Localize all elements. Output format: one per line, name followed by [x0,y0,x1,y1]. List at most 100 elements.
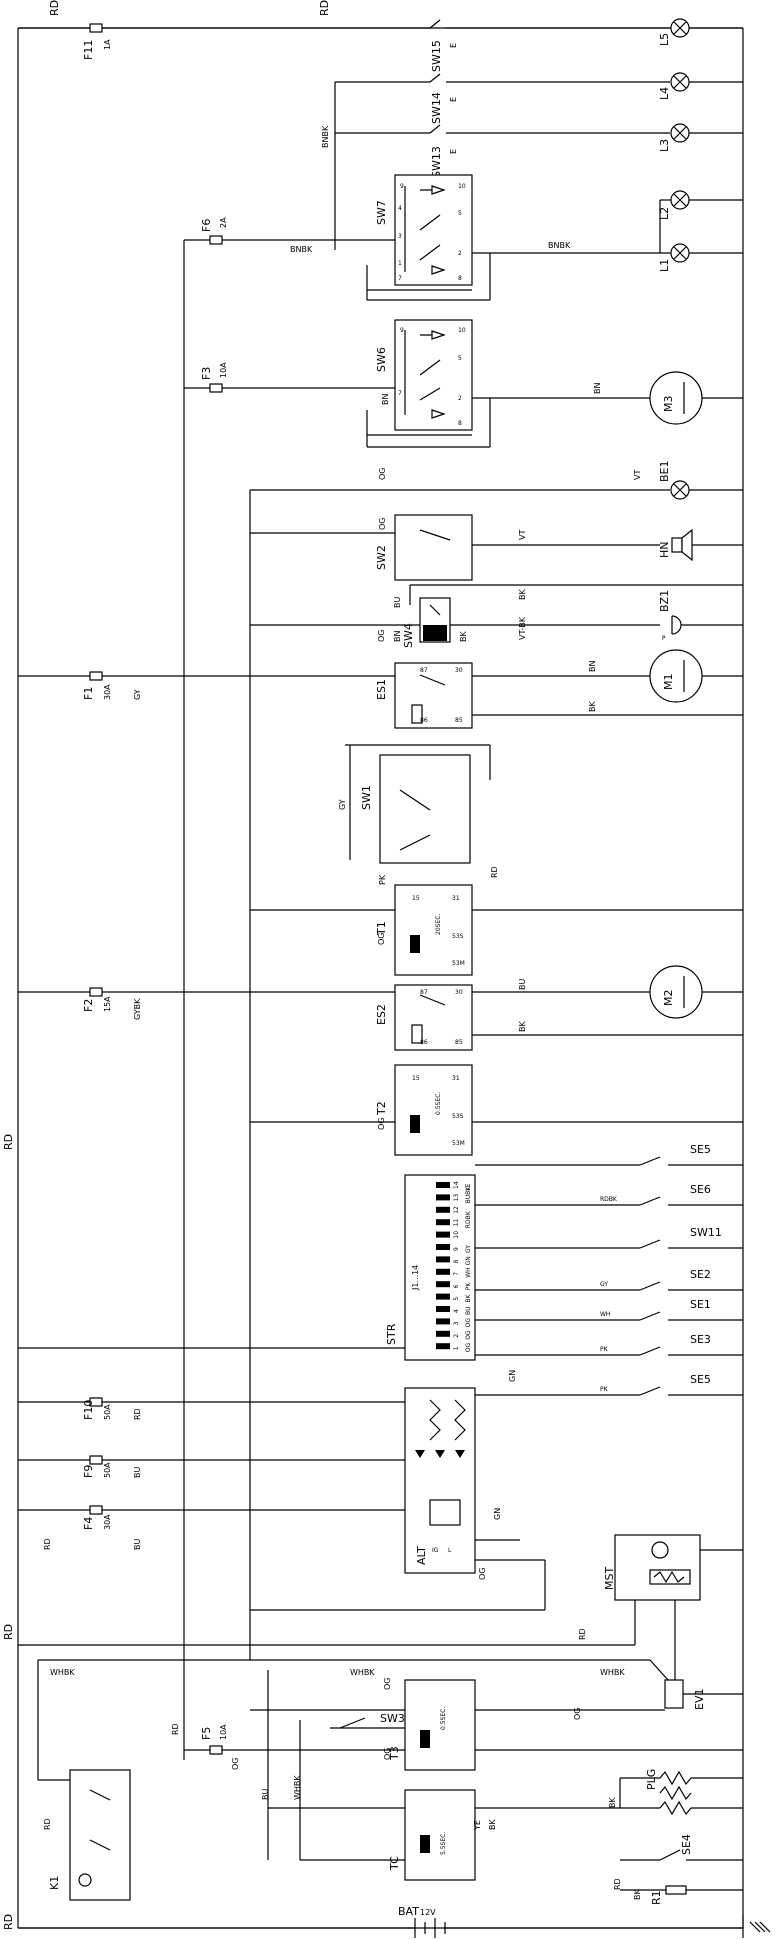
str-pin-number: 12 [453,1206,460,1214]
og-label-5: OG [377,1118,386,1131]
svg-text:E: E [449,43,458,48]
fuse-f1 [89,671,103,681]
sensor-contact [639,1196,661,1206]
svg-text:L4: L4 [658,87,671,100]
fuse-f5 [209,1745,223,1755]
str-pin-color: BU [465,1306,472,1315]
rd-label-f5: RD [171,1723,180,1735]
t1-timer-block: T1 20SEC. 15 31 53S 53M [375,884,473,976]
fuse-f11 [89,23,103,33]
str-pin-color: BK [465,1293,472,1302]
svg-text:PLG: PLG [645,1769,658,1790]
og-label-f5: OG [231,1758,240,1771]
str-pin [436,1330,450,1337]
fuse-f10-rating: 50A [103,1404,112,1420]
k1-key-switch: K1 [48,1769,131,1901]
rd-label-left2: RD [2,1624,15,1640]
bnbk-label-3: BNBK [548,241,571,250]
lamp-l1: L1 [658,243,743,272]
svg-text:BAT: BAT [398,1905,419,1918]
fuse-f2-rating: 15A [103,996,112,1012]
svg-text:30: 30 [455,989,463,996]
fuse-f9 [89,1455,103,1465]
sw6-switch-block: SW6 9 10 5 7 8 2 [375,319,473,431]
sw4-switch-block: SW4 [402,597,451,648]
bu-label-1: BU [393,597,402,608]
sensor-wire-color: PK [600,1346,609,1353]
fuse-f10-id: F10 [82,1400,95,1420]
fuse-f3-id: F3 [200,367,213,380]
str-pin-color: GY [465,1245,472,1253]
og-label-3: OG [377,630,386,643]
sensor-wire-color: PK [600,1386,609,1393]
motor-m3: M3 [649,371,743,425]
sensor-contact [639,1281,661,1291]
og-label-4: OG [377,933,386,946]
fuse-f1-id: F1 [82,687,95,700]
gybk-label: GYBK [133,998,142,1020]
rd-label-top2: RD [318,0,331,16]
sensor-contact [639,1311,661,1321]
str-pin [436,1182,450,1188]
sensor-label: SE6 [690,1183,711,1196]
svg-text:ALT: ALT [415,1546,428,1565]
vt-label-2: VT [518,530,527,540]
str-pin-number: 2 [453,1334,460,1338]
bk-label-2: BK [459,631,468,642]
str-pin [436,1318,450,1325]
svg-text:5: 5 [458,210,462,217]
rd-label-sw1: RD [490,866,499,878]
svg-text:15: 15 [412,1075,420,1082]
str-pin-color: GN [465,1256,472,1265]
fuse-f3-rating: 10A [219,362,228,378]
og-label-t3-1: OG [383,1678,392,1691]
r1-resistor: R1 [620,1885,743,1905]
str-pin-number: 9 [453,1247,460,1251]
svg-text:SW2: SW2 [375,545,388,570]
rd-label-top: RD [48,0,61,16]
motor-m1: M1 [649,649,743,703]
svg-text:15: 15 [412,895,420,902]
fuse-f10 [89,1397,103,1407]
plg-glow-plugs: PLG [645,1769,692,1816]
gy-label-2: GY [338,799,347,810]
fuse-f11-id: F11 [82,40,95,60]
svg-text:T2: T2 [375,1101,388,1116]
svg-text:SW14: SW14 [430,92,443,124]
svg-text:SW6: SW6 [375,347,388,372]
svg-text:E: E [449,97,458,102]
svg-text:J1...14: J1...14 [411,1265,420,1291]
sensor-label: SE3 [690,1333,711,1346]
svg-text:8: 8 [458,420,462,427]
svg-text:53M: 53M [452,960,465,967]
lamp-be1: BE1 [658,461,743,500]
svg-text:10: 10 [458,327,466,334]
se4-sensor: SE4 [620,1834,743,1861]
bu-label-f9: BU [133,1467,142,1478]
svg-text:HN: HN [658,542,671,559]
svg-text:EV1: EV1 [693,1689,706,1710]
t2-timer-block: T2 0.5SEC. 15 31 53S 53M [375,1064,473,1156]
t3-timer-block: T3 0.5SEC. [388,1679,476,1771]
bnbk-label-1: BNBK [321,125,330,148]
sensor-contact [639,1386,661,1396]
bn-label-1: BN [381,394,390,405]
rd-label-f4: RD [43,1538,52,1550]
gy-label-1: GY [133,689,142,700]
og-label-1: OG [378,468,387,481]
og-label-ev1: OG [573,1708,582,1721]
es1-relay-block: ES1 87 30 86 85 [375,662,473,729]
bu-label-2: BU [518,979,527,990]
bu-label-f4: BU [133,1539,142,1550]
str-pin-number: 1 [453,1346,460,1350]
svg-text:53S: 53S [452,1113,464,1120]
fuse-f11-rating: 1A [103,39,112,50]
motor-m2: M2 [649,965,743,1019]
svg-text:85: 85 [455,717,463,724]
svg-text:2: 2 [458,250,462,257]
svg-text:SW7: SW7 [375,200,388,225]
str-pin [436,1293,450,1300]
fuse-f1-rating: 30A [103,684,112,700]
svg-text:2: 2 [458,395,462,402]
svg-text:20SEC.: 20SEC. [435,914,442,935]
